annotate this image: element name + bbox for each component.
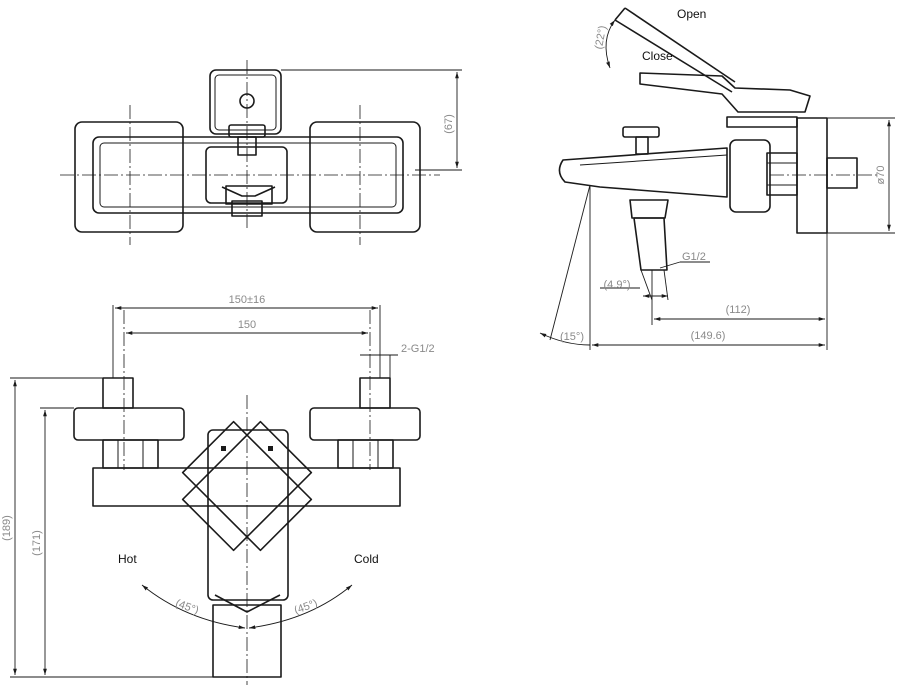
- dim-67-label: (67): [443, 114, 455, 134]
- center-housing: [205, 146, 288, 204]
- front-screw-left: [221, 446, 226, 451]
- label-close: Close: [642, 49, 673, 63]
- body-inner: [99, 142, 397, 208]
- left-flange: [74, 121, 184, 233]
- side-lever-closed: [639, 72, 811, 113]
- side-lever-open-tip: [614, 7, 626, 21]
- front-left-connector: [102, 377, 134, 409]
- dim-15-arc: [539, 332, 591, 346]
- dim-171-label: (171): [31, 530, 43, 556]
- spout-top: [225, 185, 273, 205]
- front-screw-right: [268, 446, 273, 451]
- front-body: [92, 467, 401, 507]
- side-spout: [558, 147, 728, 198]
- dim-49-label: (4.9°): [603, 279, 630, 291]
- g12-leader: [659, 261, 681, 269]
- front-right-connector: [359, 377, 391, 409]
- front-view: Hot Cold (45°) (45°) 150±16 150 2-G1/2 (…: [1, 294, 435, 685]
- side-diverter-knob: [622, 126, 660, 138]
- side-pipe-nut: [629, 199, 669, 219]
- dim-189-label: (189): [1, 515, 13, 541]
- label-hot: Hot: [118, 552, 137, 566]
- dim-45-right-arc: [248, 584, 353, 630]
- label-g12: G1/2: [682, 251, 706, 263]
- side-pipe: [633, 217, 668, 271]
- label-cold: Cold: [354, 552, 379, 566]
- dim-45-left-arc: [141, 584, 246, 630]
- front-left-flange: [73, 407, 185, 441]
- handle-top: [209, 69, 282, 135]
- side-lever-open-top: [624, 7, 736, 83]
- spout-outlet: [221, 186, 276, 197]
- side-spout-line: [579, 154, 728, 166]
- label-open: Open: [677, 7, 706, 21]
- side-wall-flange: [796, 117, 828, 234]
- handle-screw: [239, 93, 255, 109]
- side-lever-open-bottom: [614, 19, 733, 93]
- dim-49-axis-2: [663, 269, 669, 301]
- dim-45-left-label: (45°): [174, 597, 201, 616]
- front-right-nut: [337, 439, 394, 469]
- dim-70-label: ø70: [875, 166, 887, 185]
- side-cartridge-base: [726, 116, 798, 128]
- dim-49-axis: [640, 269, 653, 301]
- side-nut: [766, 152, 798, 196]
- front-spout: [212, 604, 282, 678]
- front-handle-body: [207, 429, 289, 601]
- dim-22-label: (22°): [593, 25, 609, 51]
- side-connector: [826, 157, 858, 189]
- label-2g12: 2-G1/2: [401, 343, 435, 355]
- right-flange: [309, 121, 421, 233]
- top-view: (67): [60, 60, 462, 245]
- side-body-block: [729, 139, 771, 213]
- front-left-nut: [102, 439, 159, 469]
- front-right-flange: [309, 407, 421, 441]
- dim-15016-label: 150±16: [229, 294, 266, 306]
- dim-15-slant: [549, 184, 591, 341]
- dim-45-right-label: (45°): [293, 597, 320, 616]
- dim-112-label: (112): [726, 304, 751, 316]
- dim-150-label: 150: [238, 319, 256, 331]
- spout-tip: [231, 200, 263, 217]
- handle-top-inner: [214, 74, 277, 131]
- dim-15-label: (15°): [560, 331, 584, 343]
- side-diverter-stem: [635, 136, 649, 155]
- dim-22-arc: [605, 19, 616, 69]
- front-handle-notch: [214, 594, 281, 613]
- dim-1496-label: (149.6): [691, 330, 726, 342]
- side-view: Open Close (22°) ø70 G1/2 (4.9°) (112) (…: [539, 7, 895, 350]
- diverter-stem-top: [237, 136, 257, 156]
